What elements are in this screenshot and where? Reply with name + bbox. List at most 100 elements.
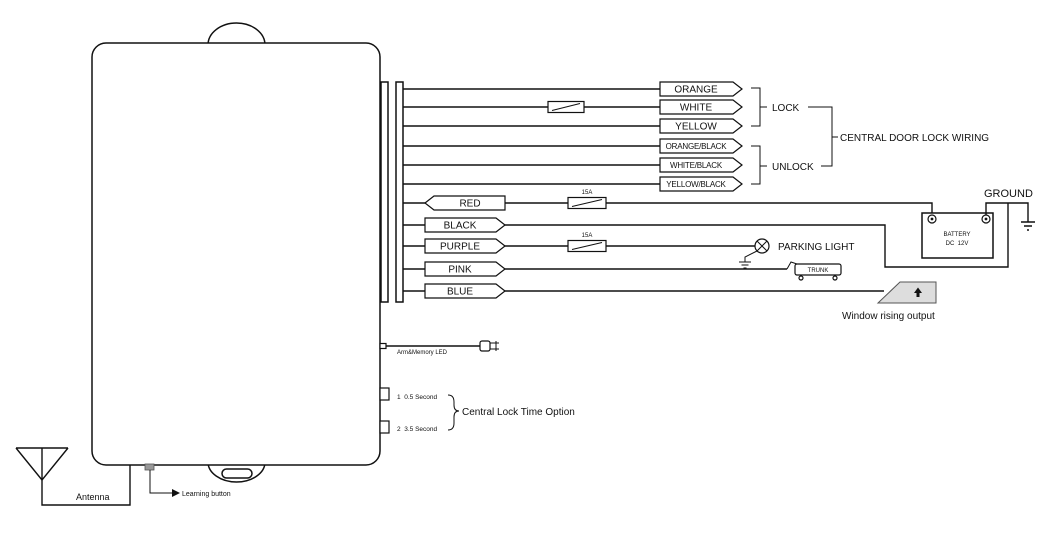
wire-tag-shape [659,138,743,154]
wire-tag-shape [424,261,506,277]
wire-tag-label: YELLOW/BLACK [666,180,726,189]
door-lock-groups: LOCK UNLOCK CENTRAL DOOR LOCK WIRING [751,87,989,185]
ground-icon [739,261,751,269]
terminal-dot [930,217,934,221]
time-option-title: Central Lock Time Option [462,407,575,418]
fuse-white-wire [547,100,585,114]
fuse-element [571,199,603,207]
power-wires: RED 15A BLACK PURPLE 15A [403,190,1009,299]
wire-tag-label: PURPLE [440,242,480,253]
time-option-2: 2 3.5 Second [397,426,437,433]
wire-tag-label: RED [459,199,480,210]
trunk-label: TRUNK [808,268,829,274]
ground: GROUND [984,188,1035,231]
wire-tag-orange-black: ORANGE/BLACK [659,138,743,154]
wire-to-battery-positive [606,202,933,215]
trunk-release: TRUNK [786,261,842,281]
bottom-tab-slot [221,468,253,479]
arm-memory-led: Arm&Memory LED [379,340,499,356]
wire-tag-white: WHITE [659,99,743,115]
antenna-label: Antenna [76,492,110,502]
learning-button: Learning button [144,463,231,498]
parking-light-label: PARKING LIGHT [778,242,855,253]
control-unit-top-tab [207,22,266,46]
window-icon [876,281,937,304]
ground-icon [1021,221,1035,231]
led-label: Arm&Memory LED [397,350,448,356]
wire-tag-shape [659,99,743,115]
wire-tag-yellow: YELLOW [659,118,743,134]
central-lock-time-option: 1 0.5 Second 2 3.5 Second Central Lock T… [379,387,575,434]
control-unit [91,22,404,483]
wire-tag-label: WHITE [680,103,713,114]
wire-tag-label: BLACK [444,221,477,232]
battery: BATTERY DC 12V [921,212,994,259]
lamp-cross [756,240,768,252]
trunk-switch-lever [786,261,798,270]
window-output-label: Window rising output [842,311,935,322]
wire-tag-white-black: WHITE/BLACK [659,157,743,173]
lock-bracket [751,87,767,127]
wire-to-ground [505,203,1009,268]
led-plug-icon [479,340,491,352]
unlock-label: UNLOCK [772,162,814,173]
wire-tag-shape [659,118,743,134]
trunk-foot [798,275,804,281]
time-option-1: 1 0.5 Second [397,394,437,401]
wire-tag-label: YELLOW [675,122,717,133]
time-option-bracket [447,394,460,431]
fuse-element [571,242,603,250]
window-rising-output: Window rising output [842,281,937,322]
learning-button-label: Learning button [182,491,231,498]
wire-tag-shape [659,157,743,173]
wire-tag-label: WHITE/BLACK [670,161,723,170]
fuse-rating: 15A [582,190,593,196]
wire-tag-shape [659,176,743,192]
wire-tag-shape [424,283,506,299]
parking-light: PARKING LIGHT [739,238,855,269]
time-option-jumper-2 [379,420,390,434]
lock-label: LOCK [772,103,800,114]
up-arrow-icon [914,287,922,293]
wire-blue: BLUE [403,283,884,299]
trunk-foot [832,275,838,281]
fuse-rating: 15A [582,233,593,239]
wire-purple: PURPLE 15A [403,233,755,254]
ground-wire [985,202,1029,222]
wire-red: RED 15A [403,190,933,215]
battery-rating: DC 12V [946,241,969,247]
control-unit-housing [91,42,381,466]
connector-block-outer [395,81,404,303]
wire-tag-orange: ORANGE [659,81,743,97]
ground-label: GROUND [984,188,1033,200]
antenna: Antenna [15,447,131,506]
wire-pink: PINK [403,261,787,277]
central-door-lock-wiring-label: CENTRAL DOOR LOCK WIRING [840,133,989,144]
led-plug-prongs [490,341,499,351]
time-option-jumper-1 [379,387,390,401]
wire-tag-shape [424,217,506,233]
wire-tag-shape [659,81,743,97]
trunk-icon [794,263,842,276]
wire-tag-label: BLUE [447,287,473,298]
arrow-right-icon [172,489,180,497]
learning-button-leader [149,470,172,494]
wire-tag-label: ORANGE [674,85,718,96]
wire-tag-label: ORANGE/BLACK [666,142,728,151]
wire-tag-shape [424,238,506,254]
unlock-bracket [751,145,767,185]
terminal-dot [984,217,988,221]
fuse-element [551,103,581,111]
door-lock-wires: ORANGE WHITE YELLOW ORANGE/BLACK WHITE/B… [403,81,743,192]
connector-block-inner [380,81,389,303]
led-connector [379,342,387,350]
learning-button-icon [144,463,155,471]
battery-label: BATTERY [943,232,970,238]
central-lock-bracket [808,106,838,167]
wire-tag-label: PINK [448,265,472,276]
up-arrow-stem [916,293,920,297]
wire-black: BLACK [403,203,1009,268]
lamp-ground-wire [744,250,758,262]
antenna-wire [41,465,131,506]
